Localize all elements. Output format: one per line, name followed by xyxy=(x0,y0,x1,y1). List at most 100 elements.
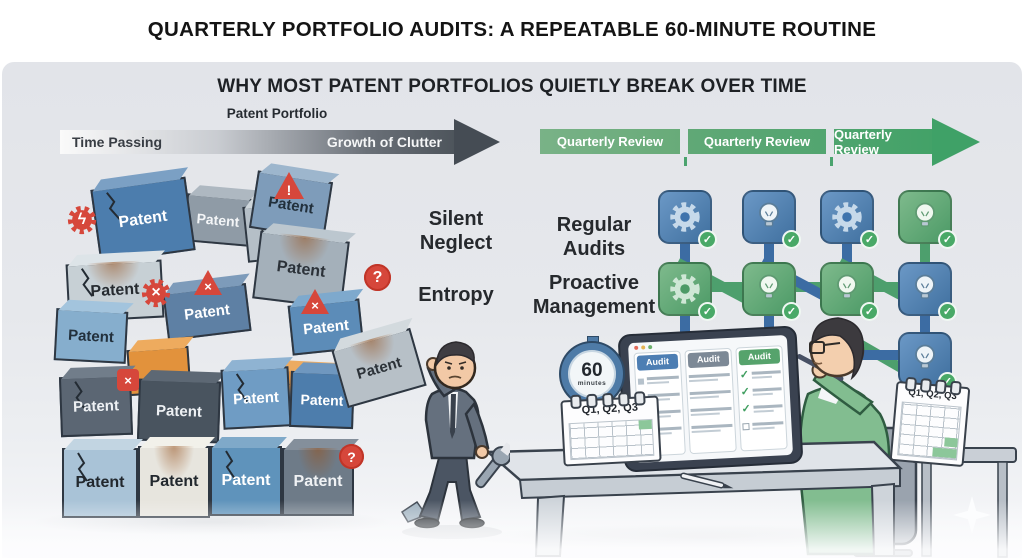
check-icon: ✓ xyxy=(782,230,801,249)
glasses-icon xyxy=(809,341,825,354)
decay-arrow-right-label: Growth of Clutter xyxy=(326,134,442,150)
audit-row-lines xyxy=(689,389,731,400)
label-silent-neglect: Silent Neglect xyxy=(398,208,514,255)
rust-stain xyxy=(152,446,196,484)
check-icon: ✓ xyxy=(860,230,879,249)
cube-top-face xyxy=(128,336,194,353)
audit-column: Audit xyxy=(684,347,737,455)
patent-cube: Patent xyxy=(136,370,227,444)
overwhelmed-person xyxy=(400,341,510,539)
patent-cube-label: Patent xyxy=(293,473,343,490)
necktie xyxy=(450,394,456,439)
crack-line xyxy=(227,371,269,413)
bullet-icon xyxy=(637,377,645,385)
review-segment-label: Quarterly Review xyxy=(703,134,811,149)
audit-row-lines xyxy=(752,421,784,430)
gear-icon: ✓ xyxy=(658,190,717,249)
check-icon: ✓ xyxy=(860,302,879,321)
review-segment-label: Quarterly Review xyxy=(556,134,664,149)
panel-subtitle: WHY MOST PATENT PORTFOLIOS QUIETLY BREAK… xyxy=(217,76,807,97)
gear-icon: ✓ xyxy=(658,262,717,321)
patent-cube-label: Patent xyxy=(302,316,350,338)
audit-row: ✓ xyxy=(740,384,782,399)
crack-line xyxy=(72,266,114,308)
audit-row xyxy=(691,421,733,436)
patent-cube-label: Patent xyxy=(90,280,140,301)
audit-row xyxy=(690,404,732,419)
bulb-icon: ✓ xyxy=(742,190,801,249)
connector-line xyxy=(842,220,852,284)
check-icon: ✓ xyxy=(739,368,750,382)
wrench-icon xyxy=(475,442,510,489)
check-icon: ✓ xyxy=(740,385,751,399)
audit-row: ✓ xyxy=(741,401,783,416)
patent-cube-label: Patent xyxy=(149,473,199,490)
connector-line xyxy=(920,220,930,284)
warning-glyph: ϟ xyxy=(77,211,87,228)
patent-cube-label: Patent xyxy=(195,210,241,230)
warning-glyph: × xyxy=(124,372,132,388)
label-management: Management xyxy=(532,295,656,318)
warning-glyph: × xyxy=(204,279,212,294)
label-proactive-management: Proactive Management xyxy=(514,272,674,319)
check-icon: ✓ xyxy=(782,302,801,321)
audit-column-header: Audit xyxy=(636,353,679,371)
patent-cube-label: Patent xyxy=(72,396,120,416)
crack-line xyxy=(68,452,108,492)
check-icon: ✓ xyxy=(938,302,957,321)
crack-line xyxy=(65,380,106,421)
connector-line xyxy=(764,302,774,348)
audit-row xyxy=(688,370,731,385)
x-square-icon: × xyxy=(117,369,139,391)
cube-top-face xyxy=(189,185,260,201)
audit-column: Audit✓✓✓ xyxy=(735,345,788,452)
audit-row-lines xyxy=(752,387,782,396)
segment-tick-icon xyxy=(684,157,687,166)
decay-arrow-left-label: Time Passing xyxy=(72,134,163,150)
warning-glyph: × xyxy=(151,284,161,301)
connector-line xyxy=(680,220,690,284)
page-title: QUARTERLY PORTFOLIO AUDITS: A REPEATABLE… xyxy=(147,18,877,41)
cube-top-face xyxy=(58,299,134,314)
label-entropy: Entropy xyxy=(418,284,494,306)
cube-top-face xyxy=(212,437,288,448)
warning-glyph: ? xyxy=(372,268,383,286)
quarter-calendar-front: Q1, Q2, Q3 xyxy=(560,391,662,467)
question-circle-icon: ? xyxy=(339,444,364,469)
cube-top-face xyxy=(92,167,189,192)
audit-row-lines xyxy=(688,372,730,383)
label-proactive: Proactive xyxy=(548,272,640,294)
label-regular-audits: Regular Audits xyxy=(528,214,660,261)
gear-bolt-icon: ϟ xyxy=(66,204,98,236)
check-icon: ✓ xyxy=(698,302,717,321)
audit-row-lines xyxy=(691,423,733,434)
bulb-icon: ✓ xyxy=(898,190,957,249)
audit-row xyxy=(637,373,680,388)
hair xyxy=(436,341,475,367)
cube-top-face xyxy=(222,356,294,372)
audit-row xyxy=(689,387,731,402)
review-segment: Quarterly Review xyxy=(688,129,826,154)
review-segment: Quarterly Review xyxy=(834,127,932,157)
patent-cube-label: Patent xyxy=(221,472,271,489)
connector-line xyxy=(680,302,690,354)
crack-line xyxy=(216,450,256,490)
bulb-icon: ✓ xyxy=(742,262,801,321)
connector-line xyxy=(850,350,902,360)
label-audits: Audits xyxy=(562,237,626,260)
patent-cube: Patent xyxy=(220,356,294,430)
patent-cube: Patent xyxy=(138,437,216,518)
review-segment: Quarterly Review xyxy=(540,129,680,154)
audit-row-lines xyxy=(753,404,783,413)
check-icon: ✓ xyxy=(698,230,717,249)
segment-tick-icon xyxy=(830,157,833,166)
bulb-icon: ✓ xyxy=(898,262,957,321)
timer-unit: minutes xyxy=(577,380,607,387)
gear-icon: ✓ xyxy=(820,190,879,249)
gear-x-icon: × xyxy=(140,277,172,309)
patent-cube: Patent xyxy=(58,365,136,438)
audit-row: ✓ xyxy=(739,367,781,382)
question-circle-icon: ? xyxy=(364,264,391,291)
patent-cube-label: Patent xyxy=(183,300,231,324)
